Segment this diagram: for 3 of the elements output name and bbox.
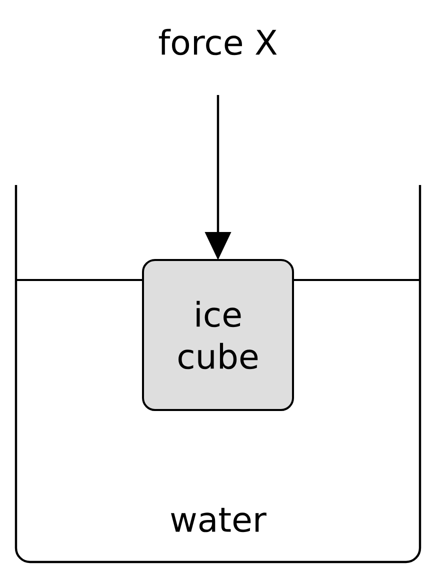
- ice-cube-box: ice cube: [142, 259, 294, 411]
- label-text: force X: [158, 28, 277, 56]
- label-text: water: [171, 508, 266, 532]
